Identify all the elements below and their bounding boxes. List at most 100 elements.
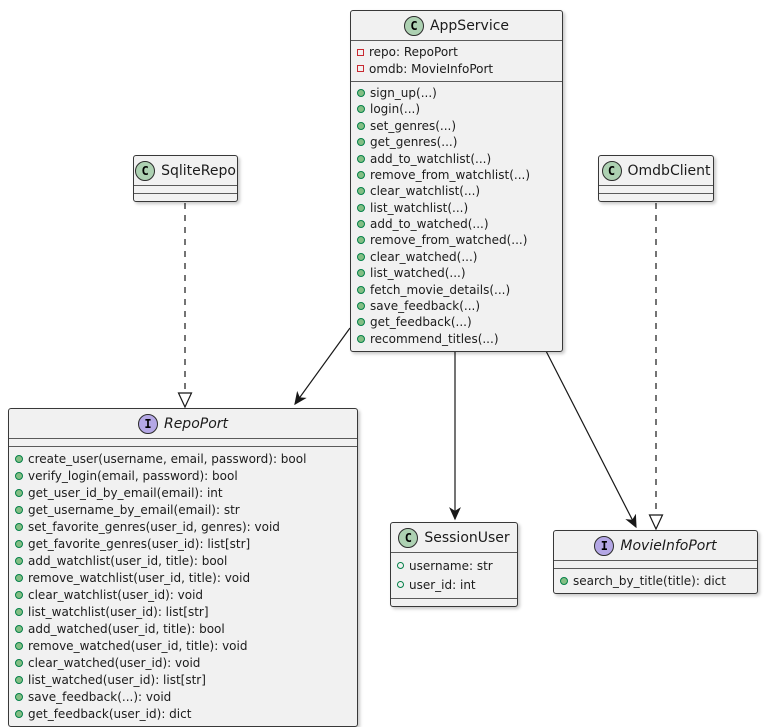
- method-row: sign_up(...): [351, 85, 562, 101]
- method-text: get_feedback(user_id): dict: [28, 706, 192, 721]
- method-row: remove_from_watchlist(...): [351, 167, 562, 183]
- method-row: get_feedback(...): [351, 314, 562, 330]
- public-method-icon: [357, 318, 365, 327]
- method-text: clear_watchlist(user_id): void: [28, 587, 204, 602]
- method-text: add_watched(user_id, title): bool: [28, 621, 225, 636]
- methods-compartment: [391, 598, 517, 606]
- fields-compartment: [599, 185, 713, 193]
- method-text: list_watchlist(user_id): list[str]: [28, 604, 209, 619]
- method-row: get_username_by_email(email): str: [9, 501, 357, 518]
- method-text: save_feedback(...): void: [28, 689, 172, 704]
- field-row: user_id: int: [391, 575, 517, 594]
- public-method-icon: [15, 692, 23, 701]
- public-method-icon: [357, 105, 365, 114]
- private-field-icon: [357, 48, 364, 56]
- public-method-icon: [357, 121, 365, 130]
- public-method-icon: [357, 170, 365, 179]
- fields-compartment: username: str user_id: int: [391, 552, 517, 598]
- public-method-icon: [15, 641, 23, 650]
- method-row: add_to_watchlist(...): [351, 150, 562, 166]
- interface-title-repoport: I RepoPort: [9, 409, 357, 438]
- method-row: login(...): [351, 101, 562, 117]
- method-row: get_genres(...): [351, 134, 562, 150]
- class-box-omdbclient: C OmdbClient: [598, 155, 714, 202]
- public-method-icon: [15, 522, 23, 531]
- class-name: AppService: [429, 17, 510, 34]
- public-field-icon: [397, 562, 404, 569]
- fields-compartment: [9, 438, 357, 446]
- public-method-icon: [15, 454, 23, 463]
- class-title-sqliterepo: C SqliteRepo: [134, 156, 237, 185]
- public-method-icon: [15, 539, 23, 548]
- private-field-icon: [357, 65, 364, 73]
- method-row: clear_watchlist(user_id): void: [9, 586, 357, 603]
- relation-appservice-to-repoport: [294, 327, 351, 406]
- method-row: get_favorite_genres(user_id): list[str]: [9, 535, 357, 552]
- method-text: clear_watchlist(...): [370, 184, 481, 199]
- method-text: list_watched(user_id): list[str]: [28, 672, 206, 687]
- public-method-icon: [357, 285, 365, 294]
- method-text: clear_watched(user_id): void: [28, 655, 201, 670]
- method-row: search_by_title(title): dict: [554, 572, 757, 589]
- method-text: remove_watchlist(user_id, title): void: [28, 570, 251, 585]
- public-method-icon: [357, 203, 365, 212]
- hollow-triangle-arrowhead: [648, 514, 664, 531]
- public-method-icon: [15, 624, 23, 633]
- class-title-omdbclient: C OmdbClient: [599, 156, 713, 185]
- class-title-appservice: C AppService: [351, 11, 562, 40]
- class-name: OmdbClient: [627, 162, 711, 179]
- method-text: get_username_by_email(email): str: [28, 502, 240, 517]
- public-method-icon: [15, 505, 23, 514]
- method-text: set_favorite_genres(user_id, genres): vo…: [28, 519, 280, 534]
- public-method-icon: [357, 138, 365, 147]
- method-row: list_watchlist(user_id): list[str]: [9, 603, 357, 620]
- public-method-icon: [357, 187, 365, 196]
- public-method-icon: [15, 488, 23, 497]
- method-text: verify_login(email, password): bool: [28, 468, 238, 483]
- class-icon: C: [601, 160, 622, 181]
- method-text: get_feedback(...): [370, 315, 472, 330]
- class-icon: C: [403, 15, 424, 36]
- method-text: list_watched(...): [370, 266, 466, 281]
- public-method-icon: [357, 220, 365, 229]
- method-row: verify_login(email, password): bool: [9, 467, 357, 484]
- method-text: get_user_id_by_email(email): int: [28, 485, 223, 500]
- method-text: add_watchlist(user_id, title): bool: [28, 553, 228, 568]
- method-text: clear_watched(...): [370, 249, 478, 264]
- method-row: set_genres(...): [351, 118, 562, 134]
- method-text: remove_from_watched(...): [370, 233, 528, 248]
- method-text: search_by_title(title): dict: [573, 573, 726, 588]
- public-method-icon: [357, 236, 365, 245]
- interface-title-movieinfoport: I MovieInfoPort: [554, 531, 757, 560]
- method-row: remove_watched(user_id, title): void: [9, 637, 357, 654]
- public-method-icon: [357, 269, 365, 278]
- fields-compartment: [134, 185, 237, 193]
- public-method-icon: [15, 573, 23, 582]
- public-method-icon: [15, 658, 23, 667]
- method-text: set_genres(...): [370, 118, 457, 133]
- public-method-icon: [15, 471, 23, 480]
- methods-compartment: sign_up(...)login(...)set_genres(...)get…: [351, 80, 562, 351]
- class-icon: C: [135, 160, 156, 181]
- field-row: repo: RepoPort: [351, 44, 562, 60]
- method-row: remove_from_watched(...): [351, 232, 562, 248]
- public-method-icon: [15, 709, 23, 718]
- interface-icon: I: [137, 413, 158, 434]
- method-row: add_watched(user_id, title): bool: [9, 620, 357, 637]
- method-row: add_to_watched(...): [351, 216, 562, 232]
- public-method-icon: [357, 252, 365, 261]
- method-row: get_user_id_by_email(email): int: [9, 484, 357, 501]
- field-text: user_id: int: [409, 577, 476, 592]
- field-text: repo: RepoPort: [369, 45, 458, 60]
- method-row: clear_watchlist(...): [351, 183, 562, 199]
- method-text: login(...): [370, 102, 421, 117]
- method-text: get_genres(...): [370, 135, 458, 150]
- method-row: list_watched(user_id): list[str]: [9, 671, 357, 688]
- method-text: remove_from_watchlist(...): [370, 167, 531, 182]
- method-row: remove_watchlist(user_id, title): void: [9, 569, 357, 586]
- field-text: username: str: [409, 558, 493, 573]
- public-method-icon: [357, 154, 365, 163]
- method-row: get_feedback(user_id): dict: [9, 705, 357, 722]
